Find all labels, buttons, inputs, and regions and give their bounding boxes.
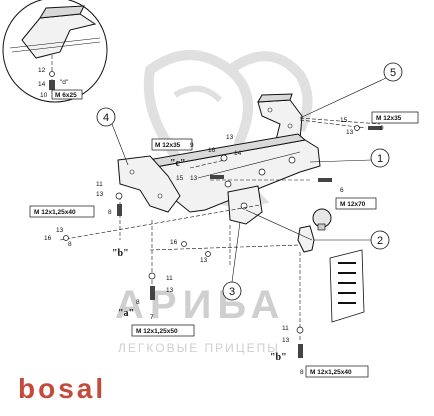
box-m12x125x40-bottom — [305, 365, 369, 378]
tow-ball — [297, 208, 332, 253]
num-9b: 9 — [190, 142, 194, 149]
box-m12x125x40-left — [29, 205, 95, 218]
num-13e: 13 — [56, 227, 64, 234]
num-13f: 13 — [200, 257, 208, 264]
detail-box-m6x25 — [51, 89, 83, 100]
detail-inset — [2, 0, 108, 103]
num-7: 7 — [150, 314, 154, 321]
detail-box-m6x25-label: M 6x25 — [55, 92, 77, 99]
num-15a: 15 — [340, 117, 348, 124]
num-13d: 13 — [96, 191, 104, 198]
num-11c: 11 — [282, 325, 289, 332]
detail-tag-10: 10 — [40, 92, 48, 99]
box-m12x125x40-left-label: M 12x1,25x40 — [34, 209, 76, 216]
callout-4: 4 — [103, 112, 109, 124]
tag-c: "c" — [170, 158, 186, 169]
num-13c: 13 — [190, 175, 198, 182]
num-11a: 11 — [96, 181, 103, 188]
detail-bolt — [49, 80, 55, 90]
fasteners — [63, 125, 382, 358]
num-6: 6 — [340, 187, 344, 194]
num-15b: 15 — [176, 175, 184, 182]
callout-5: 5 — [390, 67, 396, 79]
num-8c: 8 — [136, 299, 140, 306]
box-m12x125x50 — [131, 324, 195, 337]
brand-logo: bosal — [18, 373, 107, 404]
num-13b: 13 — [226, 134, 234, 141]
num-16a: 16 — [208, 147, 216, 154]
callout-circles — [96, 62, 403, 301]
box-m12x35-left-label: M 12x35 — [155, 142, 181, 149]
watermark-subtitle: ЛЕГКОВЫЕ ПРИЦЕПЫ — [118, 341, 280, 355]
num-8a: 8 — [108, 209, 112, 216]
num-16b: 16 — [44, 235, 52, 242]
callout-1: 1 — [377, 153, 383, 165]
num-9a: 9 — [380, 125, 384, 132]
bracket-left — [117, 155, 181, 213]
tag-a: "a" — [118, 308, 134, 319]
num-8b: 8 — [68, 241, 72, 248]
box-m12x125x40-bottom-label: M 12x1,25x40 — [310, 369, 352, 376]
box-m12x70-label: M 12x70 — [340, 201, 366, 208]
assembly-lines — [59, 117, 381, 340]
num-8d: 8 — [300, 369, 304, 376]
box-m12x70 — [335, 197, 377, 210]
box-m12x35-left — [151, 138, 193, 151]
detail-tag-12: 12 — [38, 67, 46, 74]
instruction-label-card — [329, 249, 365, 323]
callout-2: 2 — [377, 235, 383, 247]
callout-3: 3 — [229, 286, 235, 298]
drop-plate — [227, 185, 263, 225]
watermark-name: АРИБА — [115, 283, 285, 327]
detail-tag-14: 14 — [38, 81, 46, 88]
detail-tag-d: "d" — [60, 79, 69, 86]
box-m12x125x50-label: M 12x1,25x50 — [136, 328, 178, 335]
box-m12x35-top — [371, 111, 419, 124]
num-16c: 16 — [170, 239, 178, 246]
num-14a: 14 — [234, 150, 242, 157]
tag-b-left: "b" — [112, 248, 129, 259]
num-13a: 13 — [346, 129, 354, 136]
tag-b-bottom: "b" — [270, 352, 287, 363]
num-11b: 11 — [166, 275, 173, 282]
num-13g: 13 — [166, 287, 174, 294]
num-13h: 13 — [282, 337, 290, 344]
box-m12x35-top-label: M 12x35 — [376, 115, 402, 122]
